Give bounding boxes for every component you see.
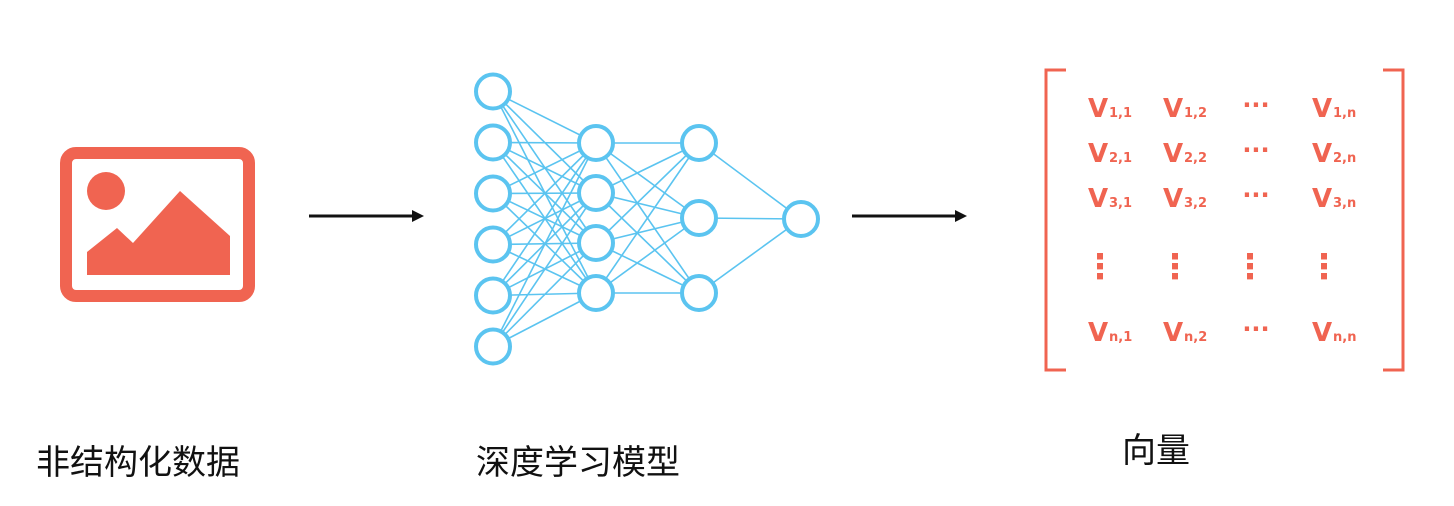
network-edge [595, 142, 700, 219]
matrix-entry-subscript: 2,1 [1109, 151, 1132, 166]
network-edge [492, 242, 597, 348]
matrix-entry-symbol: V [1088, 184, 1108, 214]
network-node [577, 274, 615, 312]
image-frame [60, 147, 255, 302]
matrix-entry-symbol: V [1088, 318, 1108, 348]
matrix-entry-subscript: 3,1 [1109, 196, 1132, 211]
image-icon [60, 147, 255, 302]
image-sun [87, 172, 125, 210]
matrix-ellipsis-vertical: ⋮ [1083, 247, 1117, 287]
network-edge [698, 218, 802, 294]
network-node [782, 200, 820, 238]
network-edges [492, 90, 802, 348]
matrix-ellipsis-horizontal: ··· [1242, 315, 1269, 343]
matrix-entry-subscript: n,2 [1184, 330, 1207, 345]
network-node [577, 124, 615, 162]
left-bracket [1044, 68, 1066, 372]
network-node [474, 225, 512, 264]
network-node [474, 72, 512, 111]
network-edge [595, 192, 700, 294]
matrix-entry-subscript: 1,1 [1109, 106, 1132, 121]
network-edge [492, 292, 597, 348]
matrix-entry-subscript: 3,2 [1184, 196, 1207, 211]
matrix-entry-symbol: V [1163, 318, 1183, 348]
network-edge [698, 142, 802, 220]
matrix-entry-symbol: V [1163, 94, 1183, 124]
network-nodes [474, 72, 820, 366]
network-edge [492, 142, 597, 246]
network-node [474, 123, 512, 162]
network-edge [595, 142, 700, 244]
arrow-2 [852, 210, 967, 222]
matrix-ellipsis-vertical: ⋮ [1158, 247, 1192, 287]
matrix-entry-subscript: n,n [1333, 330, 1356, 345]
network-edge [492, 192, 597, 347]
matrix-entry-subscript: 2,2 [1184, 151, 1207, 166]
neural-network-icon [474, 72, 820, 366]
caption-unstructured-data: 非结构化数据 [36, 443, 240, 483]
matrix-entry-symbol: V [1312, 139, 1332, 169]
network-node [474, 174, 512, 213]
network-edge [492, 142, 597, 347]
network-edge [595, 142, 700, 194]
network-node [680, 199, 718, 237]
network-edge [492, 142, 597, 296]
network-edge [595, 217, 700, 294]
network-node [680, 124, 718, 162]
matrix-entry-symbol: V [1312, 184, 1332, 214]
caption-vector: 向量 [1122, 431, 1190, 471]
matrix-entry-subscript: 3,n [1333, 196, 1356, 211]
matrix-ellipsis-vertical: ⋮ [1307, 247, 1341, 287]
matrix-entry-subscript: n,1 [1109, 330, 1132, 345]
matrix-entry-symbol: V [1163, 184, 1183, 214]
matrix-ellipsis-horizontal: ··· [1242, 136, 1269, 164]
arrow-1 [309, 210, 424, 222]
network-node [577, 174, 615, 212]
matrix-entry-subscript: 1,n [1333, 106, 1356, 121]
network-edge [492, 90, 597, 144]
caption-deep-learning-model: 深度学习模型 [476, 443, 680, 483]
image-mountains [87, 191, 230, 275]
network-edge [492, 142, 597, 195]
network-node [680, 274, 718, 312]
network-edge [595, 242, 700, 294]
matrix-entry-subscript: 1,2 [1184, 106, 1207, 121]
matrix-entry-symbol: V [1088, 94, 1108, 124]
matrix-entry-subscript: 2,n [1333, 151, 1356, 166]
matrix-entry-symbol: V [1312, 94, 1332, 124]
matrix-ellipsis-horizontal: ··· [1242, 91, 1269, 119]
matrix-entry-symbol: V [1163, 139, 1183, 169]
network-node [577, 224, 615, 262]
network-node [474, 276, 512, 315]
right-bracket [1383, 68, 1405, 372]
matrix-entry-symbol: V [1088, 139, 1108, 169]
matrix-ellipsis-horizontal: ··· [1242, 181, 1269, 209]
matrix-ellipsis-vertical: ⋮ [1233, 247, 1267, 287]
network-node [474, 327, 512, 366]
matrix-entry-symbol: V [1312, 318, 1332, 348]
network-edge [595, 142, 700, 294]
